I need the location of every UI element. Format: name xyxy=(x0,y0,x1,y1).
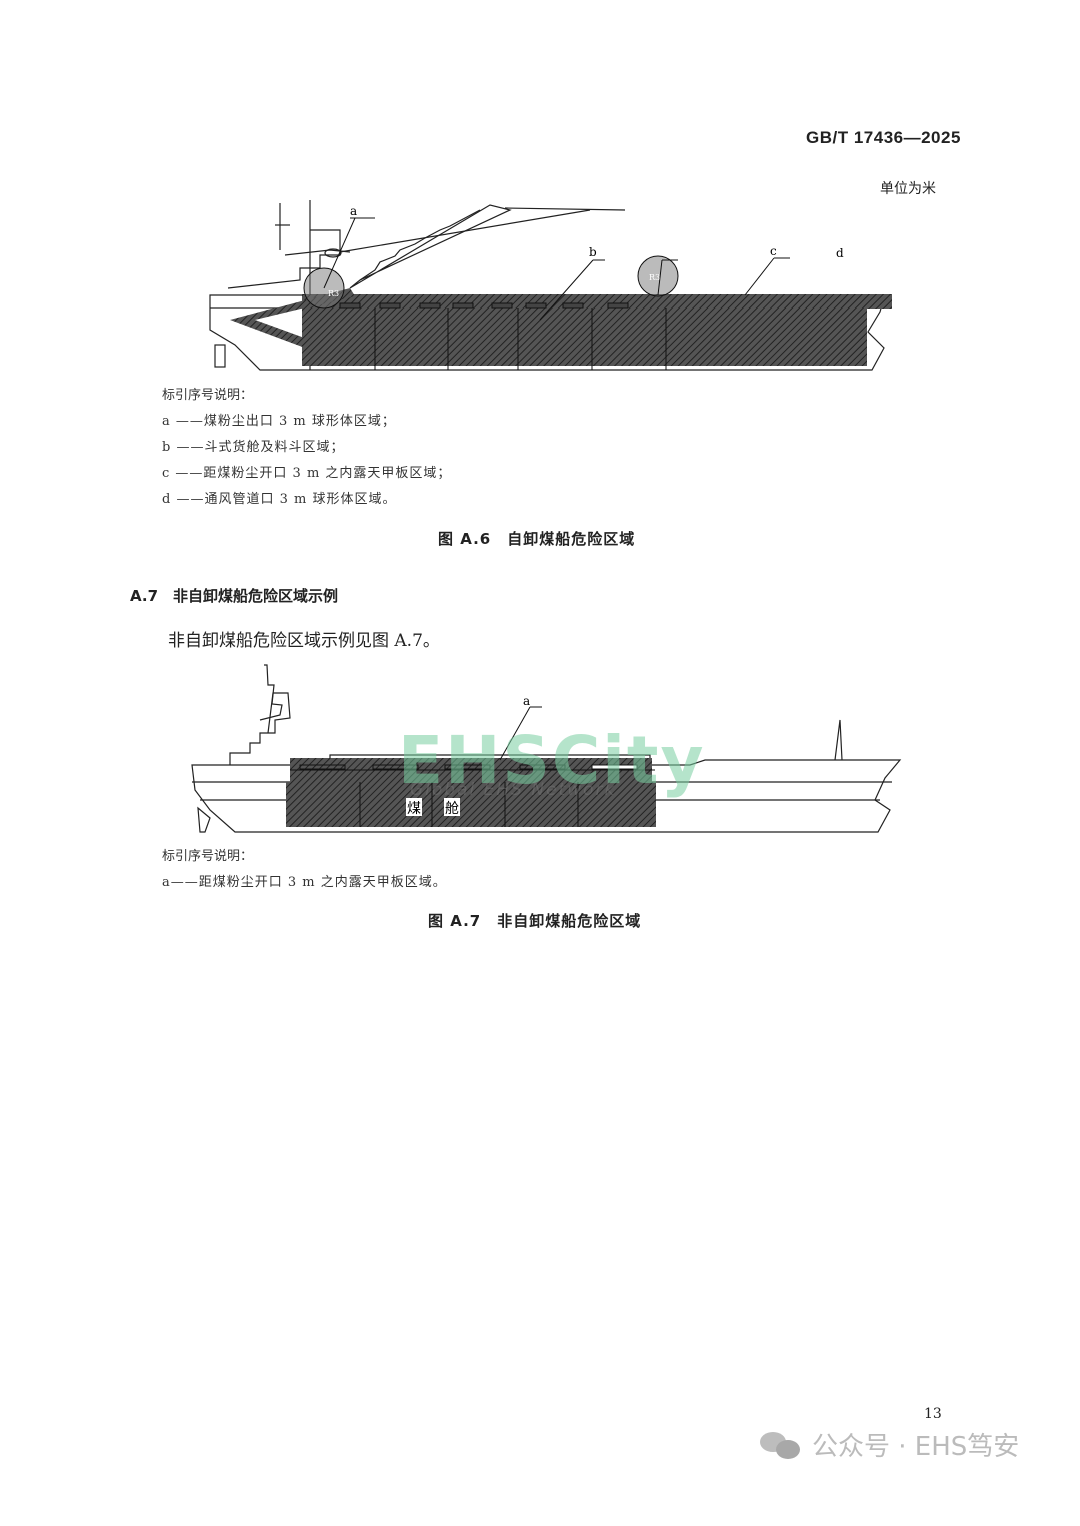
radius-label-d: R3 xyxy=(649,273,660,282)
figure-a7-legend-a: a——距煤粉尘开口 3 m 之内露天甲板区域。 xyxy=(162,875,447,890)
callout-b: b xyxy=(589,245,597,259)
ehscity-watermark: EHSCity xyxy=(398,722,706,799)
section-a7-body: 非自卸煤船危险区域示例见图 A.7。 xyxy=(168,631,440,651)
unit-note: 单位为米 xyxy=(880,181,936,197)
figure-a7-legend-title: 标引序号说明： xyxy=(162,849,254,864)
wechat-watermark: 公众号 · EHS笃安 xyxy=(760,1426,1019,1463)
figure-a7-caption: 图 A.7 非自卸煤船危险区域 xyxy=(428,912,642,930)
callout-c: c xyxy=(770,244,777,258)
figure-a6-legend-d: d ——通风管道口 3 m 球形体区域。 xyxy=(162,492,397,507)
figure-a6-legend-b: b ——斗式货舱及料斗区域； xyxy=(162,440,345,455)
standard-number: GB/T 17436—2025 xyxy=(806,128,961,147)
figure-a6-diagram: a b c d R3 R3 xyxy=(209,200,892,371)
page-number: 13 xyxy=(924,1406,942,1422)
wechat-icon xyxy=(760,1430,804,1460)
ehscity-watermark-subtitle: Global EHS Network xyxy=(410,780,617,800)
figure-a6-legend-a: a ——煤粉尘出口 3 m 球形体区域； xyxy=(162,414,396,429)
radius-label-a: R3 xyxy=(328,289,339,298)
callout-a7-a: a xyxy=(523,694,530,708)
callout-d: d xyxy=(836,246,844,260)
hold-label-1: 煤 xyxy=(407,801,421,817)
wechat-watermark-text: 公众号 · EHS笃安 xyxy=(812,1432,1020,1462)
section-heading-a7: A.7 非自卸煤船危险区域示例 xyxy=(130,587,339,605)
hold-label-2: 舱 xyxy=(445,801,459,817)
figure-a6-legend-title: 标引序号说明： xyxy=(162,388,254,403)
figure-a7-diagram: a 煤 舱 xyxy=(191,664,902,833)
figure-a6-caption: 图 A.6 自卸煤船危险区域 xyxy=(438,530,636,548)
callout-a: a xyxy=(350,204,357,218)
figure-a6-legend-c: c ——距煤粉尘开口 3 m 之内露天甲板区域； xyxy=(162,466,452,481)
